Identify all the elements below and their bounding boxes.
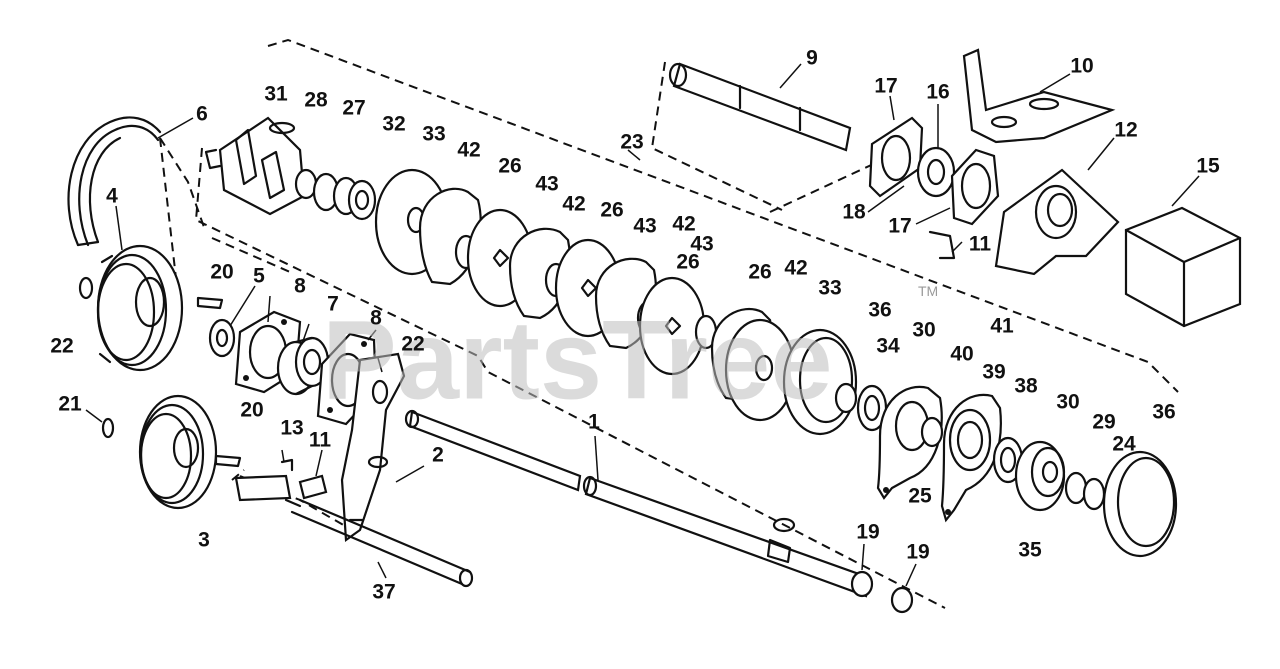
callout-3: 3 (198, 529, 210, 552)
callout-27: 27 (342, 97, 365, 120)
callout-42c: 42 (672, 213, 695, 236)
callout-8: 8 (294, 275, 306, 298)
upper-shaft (668, 62, 852, 152)
callout-43c: 43 (690, 233, 713, 256)
key-upper (196, 296, 224, 310)
callout-40: 40 (950, 343, 973, 366)
callout-26b: 26 (600, 199, 623, 222)
callout-31: 31 (264, 83, 288, 106)
set-screw (78, 276, 94, 300)
callout-7: 7 (327, 293, 339, 316)
callout-8b: 8 (370, 307, 382, 330)
callout-30: 30 (912, 319, 935, 342)
callout-6: 6 (196, 103, 208, 126)
callout-19a: 19 (856, 521, 879, 544)
set-screw-small (101, 417, 115, 439)
callout-41: 41 (990, 315, 1014, 338)
leader-lines (85, 63, 1200, 587)
callout-1: 1 (588, 411, 600, 434)
callout-10: 10 (1070, 55, 1093, 78)
callout-30b: 30 (1056, 391, 1079, 414)
hub (204, 116, 318, 216)
retaining-ring-right (1102, 450, 1178, 558)
spacer (208, 318, 236, 358)
callout-11: 11 (969, 233, 992, 256)
callout-38: 38 (1014, 375, 1038, 398)
shaft-bushings (850, 570, 914, 614)
flange-bearing (940, 393, 1002, 523)
callout-19b: 19 (906, 541, 929, 564)
callout-23: 23 (620, 131, 643, 154)
callout-17b: 17 (888, 215, 911, 238)
callout-16: 16 (926, 81, 949, 104)
seal (920, 416, 944, 448)
callout-17a: 17 (874, 75, 897, 98)
watermark: PartsTree TM (322, 283, 938, 423)
mounting-plate (962, 48, 1116, 144)
callout-35: 35 (1018, 539, 1042, 562)
callout-28: 28 (304, 89, 328, 112)
bearing-bracket (994, 168, 1120, 276)
key-lower (214, 454, 242, 468)
pulley-stack-right (992, 436, 1106, 512)
svg-text:TM: TM (918, 283, 938, 299)
callout-12: 12 (1114, 119, 1137, 142)
callout-37: 37 (372, 581, 395, 604)
callout-18: 18 (842, 201, 866, 224)
callout-34: 34 (876, 335, 900, 358)
callout-21: 21 (58, 393, 82, 416)
callout-43b: 43 (633, 215, 656, 238)
adjuster (234, 458, 328, 508)
callout-42d: 42 (784, 257, 807, 280)
bracket (340, 352, 406, 543)
callout-36: 36 (868, 299, 891, 322)
drive-shaft (404, 409, 872, 598)
spring-washers (312, 172, 377, 221)
bearing (276, 336, 330, 396)
callout-42b: 42 (562, 193, 585, 216)
callout-2: 2 (432, 444, 444, 467)
guard (1124, 206, 1242, 328)
callout-15: 15 (1196, 155, 1220, 178)
clutch-plate-stack (374, 168, 796, 422)
callout-26c: 26 (676, 251, 699, 274)
callout-29: 29 (1092, 411, 1115, 434)
callout-22b: 22 (401, 333, 424, 356)
callout-33b: 33 (818, 277, 841, 300)
callout-5: 5 (253, 265, 265, 288)
upper-bearing-assembly (868, 116, 1000, 260)
bushing (834, 382, 858, 414)
callout-24: 24 (1112, 433, 1136, 456)
callout-25: 25 (908, 485, 932, 508)
callout-4: 4 (106, 185, 118, 208)
callout-9: 9 (806, 47, 818, 70)
pulley-large (96, 244, 184, 372)
callout-39: 39 (982, 361, 1005, 384)
callout-labels: 6 4 22 21 3 20 5 8 7 8 22 20 13 11 2 37 … (50, 47, 1220, 604)
callout-26d: 26 (748, 261, 771, 284)
callout-32: 32 (382, 113, 405, 136)
callout-42a: 42 (457, 139, 480, 162)
callout-14: 13 (280, 417, 303, 440)
callout-43a: 43 (535, 173, 558, 196)
callout-20: 20 (210, 261, 233, 284)
svg-text:PartsTree: PartsTree (322, 298, 833, 423)
callout-26a: 26 (498, 155, 521, 178)
callout-13: 11 (309, 429, 332, 452)
callout-22: 22 (50, 335, 73, 358)
callout-36b: 36 (1152, 401, 1175, 424)
pulley-small (138, 394, 218, 510)
belt (67, 116, 162, 247)
callout-20b: 20 (240, 399, 263, 422)
callout-33: 33 (422, 123, 445, 146)
lower-shaft (290, 498, 474, 588)
